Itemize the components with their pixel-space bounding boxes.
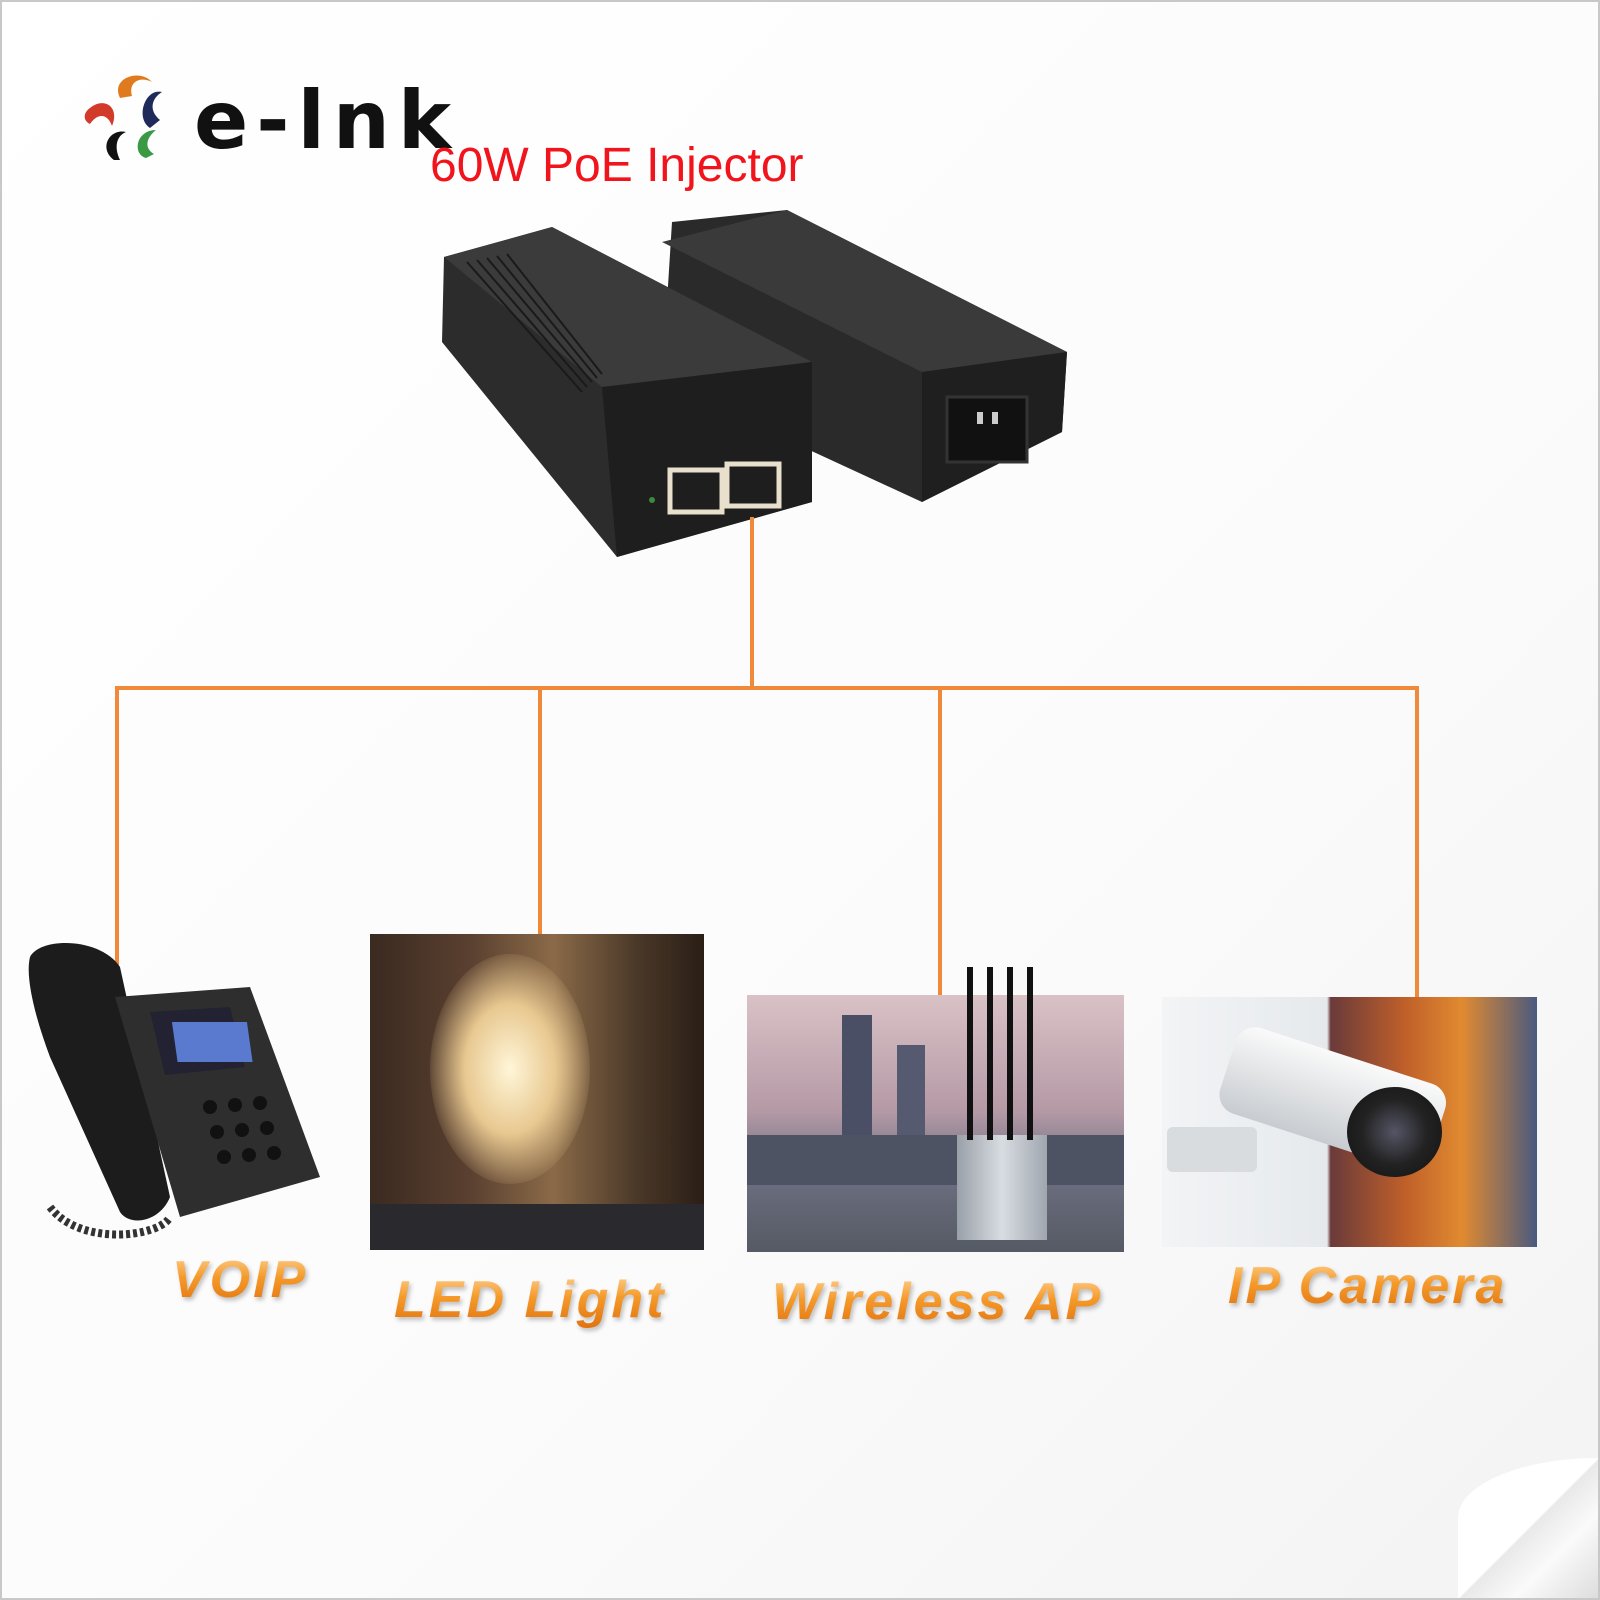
connector-line-ap xyxy=(938,686,942,997)
page-curl-decoration xyxy=(1458,1458,1598,1598)
ip-camera-icon xyxy=(1162,997,1537,1247)
brand-name: e-lnk xyxy=(194,74,460,167)
page-title: 60W PoE Injector xyxy=(430,139,804,192)
device-label-wireless-ap: Wireless AP xyxy=(772,1273,1104,1331)
e-lnk-logo-icon xyxy=(84,75,162,160)
antenna-icon xyxy=(967,967,1033,1140)
device-label-led-light: LED Light xyxy=(394,1271,667,1329)
connector-line-bus xyxy=(115,686,1419,690)
poe-injector-image xyxy=(442,210,1067,557)
connector-line-voip xyxy=(115,686,119,992)
connector-line-camera xyxy=(1415,686,1419,1002)
led-chandelier-icon xyxy=(370,934,704,1250)
wireless-access-point-icon xyxy=(747,995,1124,1252)
connector-line-trunk xyxy=(750,517,754,689)
device-label-voip: VOIP xyxy=(172,1251,309,1309)
voip-phone-icon xyxy=(28,943,320,1239)
connector-line-led xyxy=(538,686,542,934)
device-label-ip-camera: IP Camera xyxy=(1228,1257,1508,1315)
